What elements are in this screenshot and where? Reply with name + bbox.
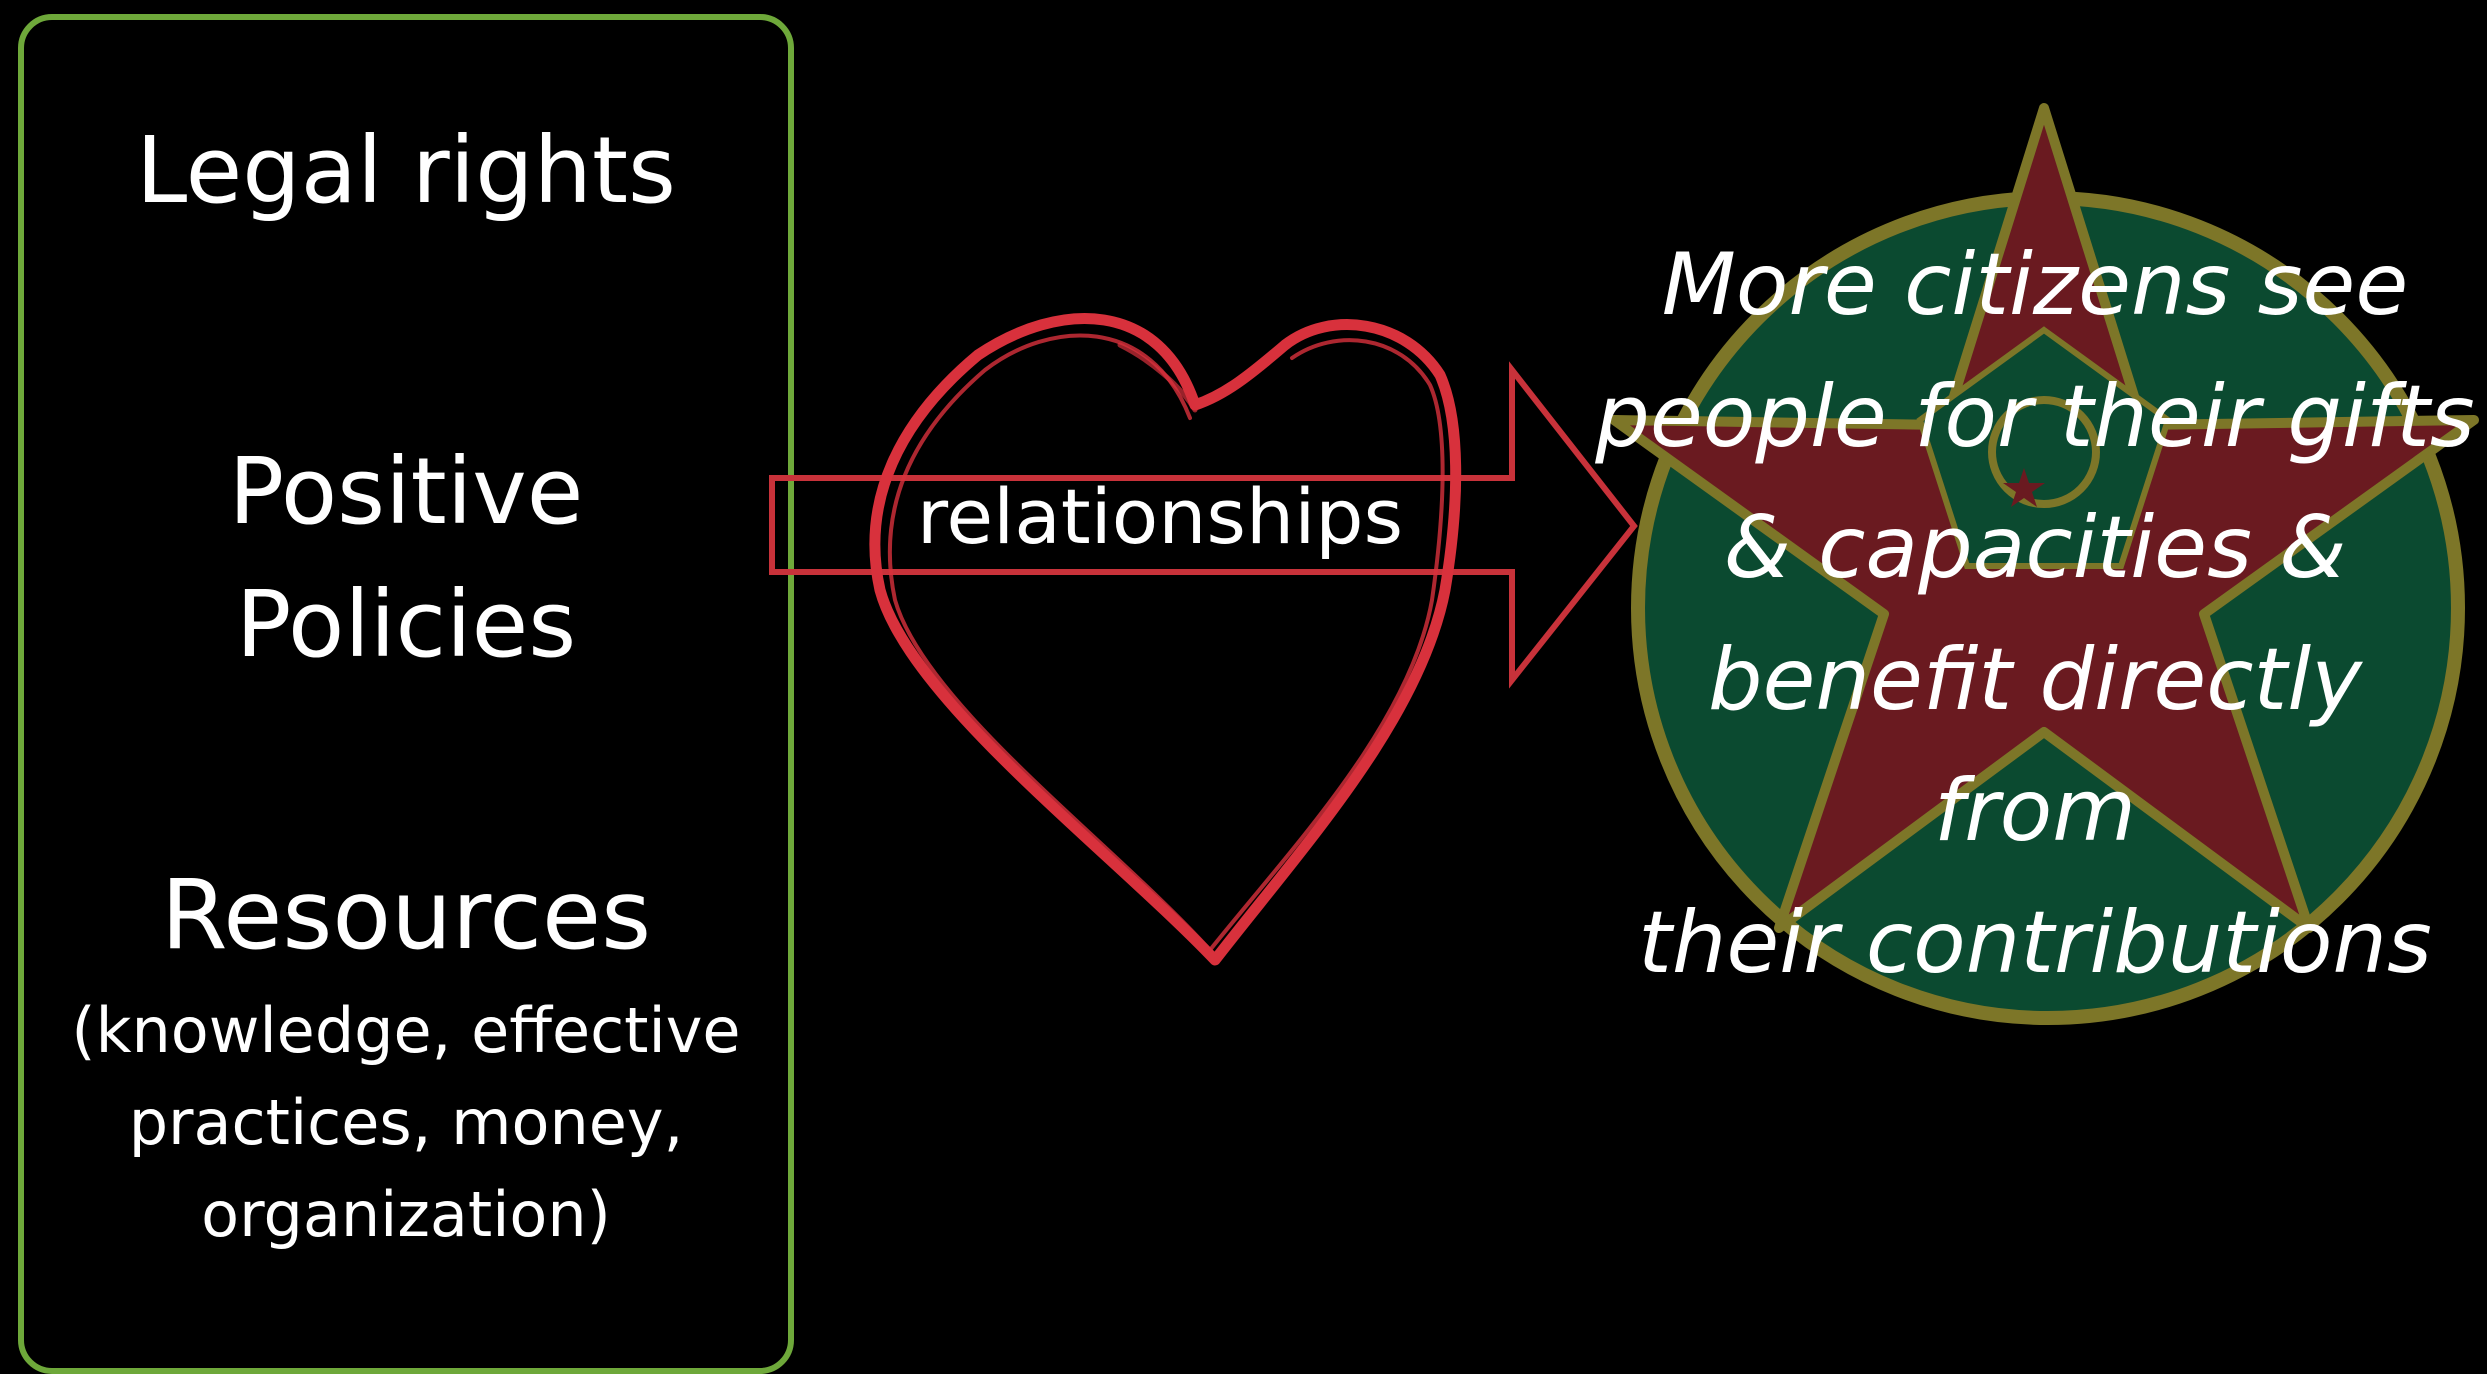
emblem-center-ring <box>1988 396 2100 508</box>
heart-icon <box>869 313 1462 966</box>
positive-policies-label: Positive Policies <box>228 438 584 679</box>
legal-rights-label: Legal rights <box>136 117 676 224</box>
star-in-circle-emblem-icon <box>1609 103 2479 1025</box>
emblem-center-star <box>2003 468 2045 507</box>
outcome-text: More citizens see people for their gifts… <box>1595 235 2475 993</box>
right-arrow-icon <box>769 361 1638 689</box>
relationships-label: relationships <box>916 472 1404 561</box>
emblem-inner-pentagon <box>1916 326 2172 569</box>
resources-label: Resources <box>160 859 652 971</box>
inputs-box: Legal rights Positive Policies Resources… <box>18 14 794 1374</box>
resources-detail-label: (knowledge, effective practices, money, … <box>71 994 741 1251</box>
